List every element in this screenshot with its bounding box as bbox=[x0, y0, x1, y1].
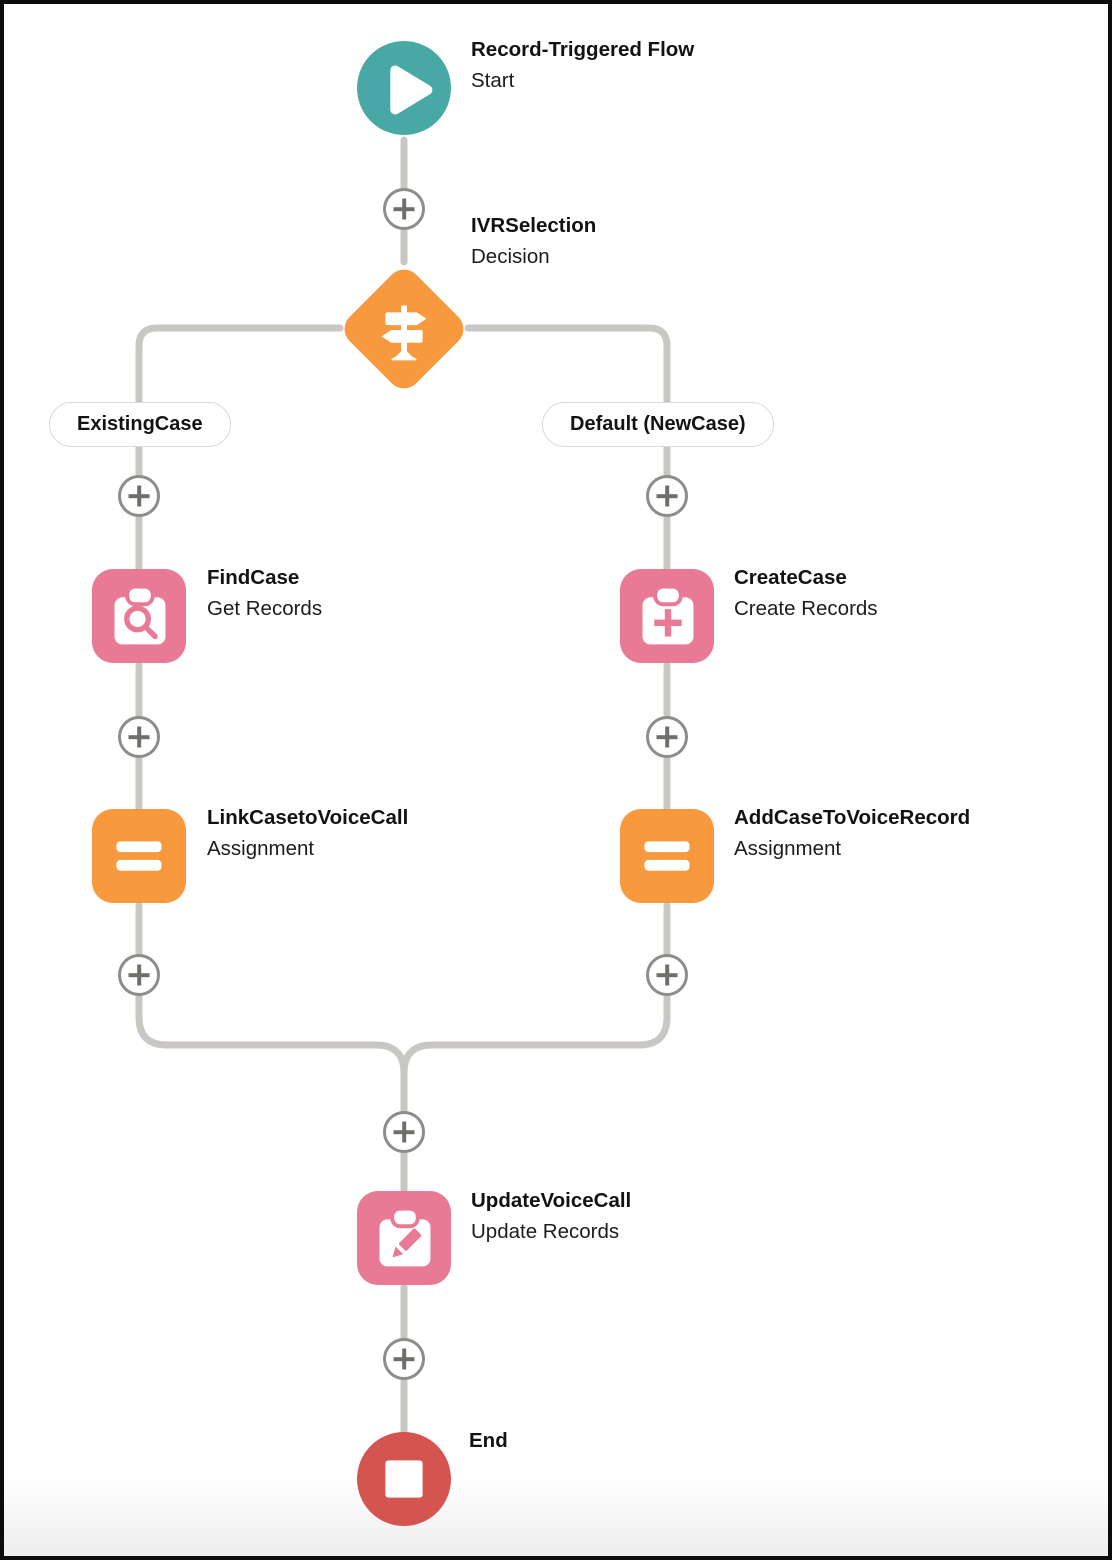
updatevoicecall-label: UpdateVoiceCall Update Records bbox=[471, 1185, 631, 1247]
node-findcase[interactable] bbox=[92, 569, 186, 663]
linkcase-subtitle: Assignment bbox=[207, 837, 315, 860]
start-title: Record-Triggered Flow bbox=[471, 38, 695, 61]
end-label: End bbox=[469, 1425, 508, 1456]
record-lookup-icon bbox=[114, 584, 166, 645]
record-create-icon bbox=[642, 584, 694, 645]
node-linkcasetovoicecall[interactable] bbox=[92, 809, 186, 903]
findcase-label: FindCase Get Records bbox=[207, 562, 322, 624]
start-label: Record-Triggered Flow Start bbox=[471, 34, 694, 96]
connector-merge-left bbox=[135, 901, 408, 1197]
add-element-button[interactable] bbox=[383, 188, 425, 230]
findcase-subtitle: Get Records bbox=[207, 597, 323, 620]
add-element-button[interactable] bbox=[646, 475, 688, 517]
linkcase-label: LinkCasetoVoiceCall Assignment bbox=[207, 802, 408, 864]
connector-branch-right bbox=[464, 324, 671, 575]
addcase-label: AddCaseToVoiceRecord Assignment bbox=[734, 802, 970, 864]
decision-subtitle: Decision bbox=[471, 245, 550, 268]
play-icon bbox=[390, 65, 433, 115]
branch-label-existingcase[interactable]: ExistingCase bbox=[49, 402, 231, 447]
linkcase-title: LinkCasetoVoiceCall bbox=[207, 806, 409, 829]
node-start[interactable] bbox=[357, 41, 451, 135]
start-subtitle: Start bbox=[471, 69, 515, 92]
createcase-subtitle: Create Records bbox=[734, 597, 878, 620]
addcase-title: AddCaseToVoiceRecord bbox=[734, 806, 971, 829]
end-title: End bbox=[469, 1429, 508, 1452]
add-element-button[interactable] bbox=[646, 716, 688, 758]
node-createcase[interactable] bbox=[620, 569, 714, 663]
node-end[interactable] bbox=[357, 1432, 451, 1526]
node-decision[interactable] bbox=[337, 262, 471, 396]
createcase-title: CreateCase bbox=[734, 566, 847, 589]
connector-branch-left bbox=[135, 324, 344, 575]
node-addcasetovoicerecord[interactable] bbox=[620, 809, 714, 903]
assignment-icon bbox=[116, 841, 162, 871]
branch-label-default-newcase[interactable]: Default (NewCase) bbox=[542, 402, 774, 447]
updatevoicecall-subtitle: Update Records bbox=[471, 1220, 620, 1243]
updatevoicecall-title: UpdateVoiceCall bbox=[471, 1189, 632, 1212]
decision-label: IVRSelection Decision bbox=[471, 210, 596, 272]
findcase-title: FindCase bbox=[207, 566, 300, 589]
signpost-icon bbox=[381, 305, 427, 361]
connector-merge-right bbox=[400, 901, 671, 1197]
record-update-icon bbox=[379, 1206, 431, 1267]
add-element-button[interactable] bbox=[118, 954, 160, 996]
stop-icon bbox=[385, 1460, 423, 1498]
assignment-icon bbox=[644, 841, 690, 871]
node-updatevoicecall[interactable] bbox=[357, 1191, 451, 1285]
add-element-button[interactable] bbox=[383, 1111, 425, 1153]
addcase-subtitle: Assignment bbox=[734, 837, 842, 860]
add-element-button[interactable] bbox=[646, 954, 688, 996]
add-element-button[interactable] bbox=[118, 716, 160, 758]
add-element-button[interactable] bbox=[118, 475, 160, 517]
decision-title: IVRSelection bbox=[471, 214, 597, 237]
createcase-label: CreateCase Create Records bbox=[734, 562, 878, 624]
add-element-button[interactable] bbox=[383, 1338, 425, 1380]
